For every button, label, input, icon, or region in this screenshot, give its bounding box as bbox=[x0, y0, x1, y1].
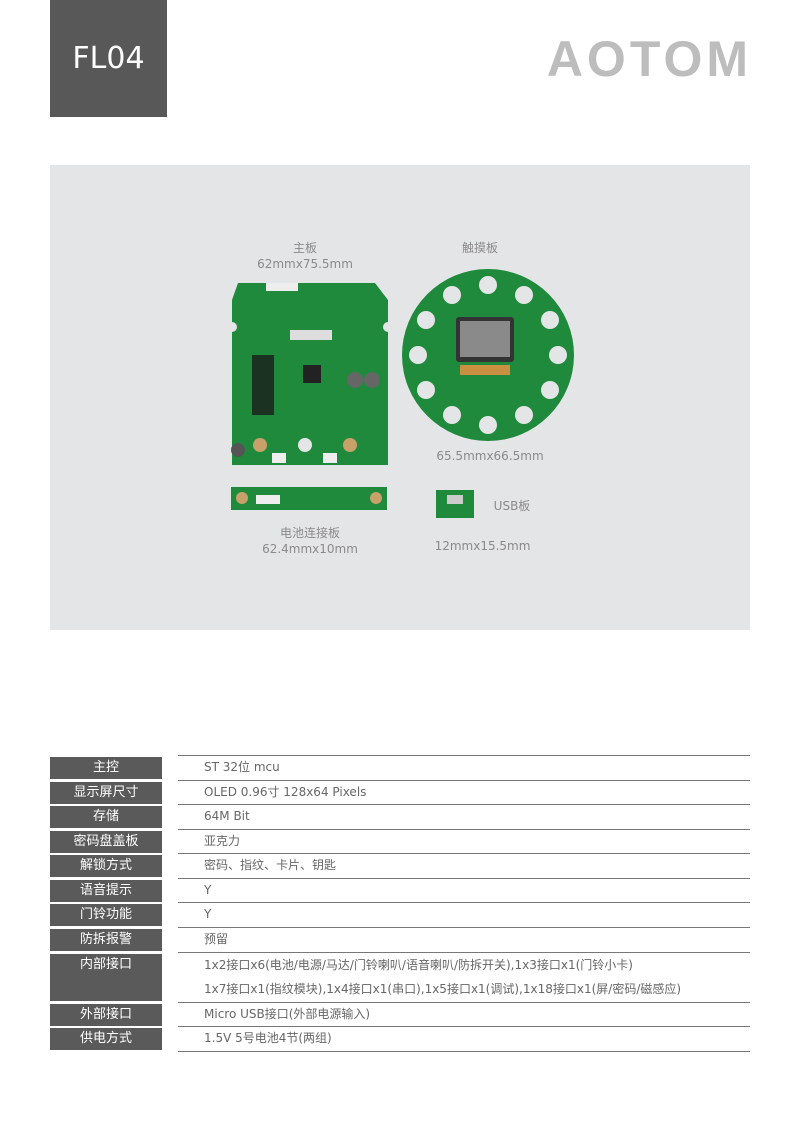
spec-label: 供电方式 bbox=[50, 1028, 162, 1050]
main-board-size: 62mmx75.5mm bbox=[257, 257, 353, 271]
model-badge: FL04 bbox=[50, 0, 167, 117]
spec-value-line: 预留 bbox=[204, 932, 229, 946]
spec-value-line: Micro USB接口(外部电源输入) bbox=[204, 1007, 371, 1021]
spec-label: 主控 bbox=[50, 757, 162, 779]
main-board-caption: 主板 62mmx75.5mm bbox=[245, 240, 365, 272]
spec-value-line: ST 32位 mcu bbox=[204, 760, 280, 774]
spec-value-line: 64M Bit bbox=[204, 809, 250, 823]
brand-logo: AOTOM bbox=[546, 31, 752, 87]
spec-label: 密码盘盖板 bbox=[50, 831, 162, 853]
spec-label: 门铃功能 bbox=[50, 904, 162, 926]
spec-value: Y bbox=[178, 878, 750, 901]
spec-value: 预留 bbox=[178, 927, 750, 950]
usb-board-size: 12mmx15.5mm bbox=[434, 539, 531, 553]
usb-board-name: USB板 bbox=[493, 499, 531, 513]
battery-board-name: 电池连接板 bbox=[279, 526, 340, 540]
spec-value: Y bbox=[178, 902, 750, 925]
model-name: FL04 bbox=[72, 41, 145, 76]
spec-value-line: OLED 0.96寸 128x64 Pixels bbox=[204, 785, 367, 799]
spec-label: 语音提示 bbox=[50, 880, 162, 902]
touch-board-name: 触摸板 bbox=[461, 241, 498, 255]
main-board-name: 主板 bbox=[292, 241, 317, 255]
spec-value-line: Y bbox=[204, 907, 212, 921]
product-photo: 主板 62mmx75.5mm 触摸板 65.5mmx66.5mm 电池连接板 62.… bbox=[50, 165, 750, 630]
spec-label: 防拆报警 bbox=[50, 929, 162, 951]
spec-value: 密码、指纹、卡片、钥匙 bbox=[178, 853, 750, 876]
spec-value-line: Y bbox=[204, 883, 212, 897]
spec-value: ST 32位 mcu bbox=[178, 755, 750, 778]
pcb-illustration bbox=[227, 269, 574, 518]
spec-value: 1.5V 5号电池4节(两组) bbox=[178, 1026, 750, 1049]
spec-value: Micro USB接口(外部电源输入) bbox=[178, 1002, 750, 1025]
spec-value-line: 1x2接口x6(电池/电源/马达/门铃喇叭/语音喇叭/防拆开关),1x3接口x1… bbox=[204, 958, 633, 972]
battery-board-size: 62.4mmx10mm bbox=[262, 542, 358, 556]
spec-label: 解锁方式 bbox=[50, 855, 162, 877]
touch-board-image bbox=[402, 269, 574, 441]
battery-board-image bbox=[231, 487, 387, 510]
battery-board-caption: 电池连接板 62.4mmx10mm bbox=[240, 525, 380, 557]
spec-value-line: 1x7接口x1(指纹模块),1x4接口x1(串口),1x5接口x1(调试),1x… bbox=[204, 982, 682, 996]
table-bottom-divider bbox=[178, 1051, 750, 1052]
spec-value: 亚克力 bbox=[178, 829, 750, 852]
usb-board-image bbox=[436, 490, 474, 518]
spec-label: 存储 bbox=[50, 806, 162, 828]
main-board-image bbox=[227, 283, 393, 465]
spec-label: 显示屏尺寸 bbox=[50, 782, 162, 804]
spec-label: 外部接口 bbox=[50, 1004, 162, 1026]
spec-value: 64M Bit bbox=[178, 804, 750, 827]
spec-value: 1x2接口x6(电池/电源/马达/门铃喇叭/语音喇叭/防拆开关),1x3接口x1… bbox=[178, 952, 750, 1001]
touch-board-size: 65.5mmx66.5mm bbox=[436, 449, 544, 463]
spec-label: 内部接口 bbox=[50, 954, 162, 1001]
spec-value-line: 密码、指纹、卡片、钥匙 bbox=[204, 858, 337, 872]
spec-value-line: 亚克力 bbox=[204, 834, 241, 848]
spec-value: OLED 0.96寸 128x64 Pixels bbox=[178, 780, 750, 803]
spec-value-line: 1.5V 5号电池4节(两组) bbox=[204, 1031, 332, 1045]
